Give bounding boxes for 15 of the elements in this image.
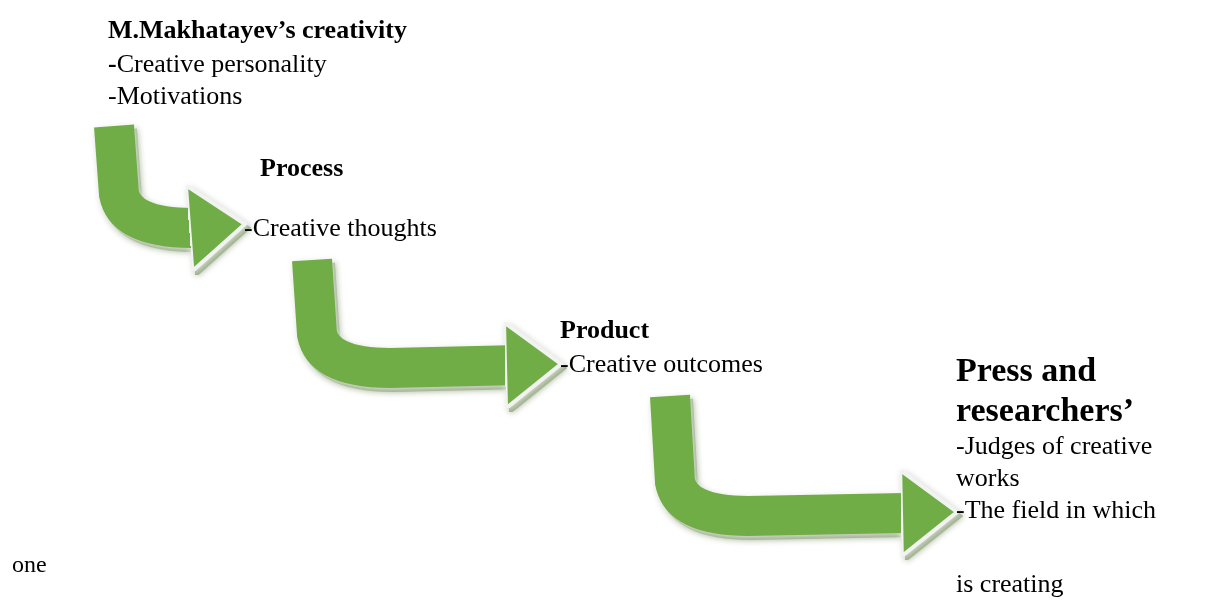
bullet-text: is creating xyxy=(956,568,1065,600)
heading-text: Process xyxy=(259,152,345,184)
curved-arrow xyxy=(292,258,563,411)
bullet-text: -Creative outcomes xyxy=(560,348,764,380)
bullet-text: -The field in which xyxy=(956,494,1157,526)
bullet-text: -Creative personality xyxy=(108,48,328,80)
heading-text: M.Makhatayev’s creativity xyxy=(108,14,408,46)
heading-text: Press and researchers’ xyxy=(956,350,1136,430)
stray-text: one xyxy=(12,550,47,579)
curved-arrow xyxy=(94,124,247,274)
bullet-text: -Judges of creative works xyxy=(956,430,1154,494)
curved-arrow xyxy=(650,394,959,559)
bullet-text: -Motivations xyxy=(108,80,244,112)
bullet-text: -Creative thoughts xyxy=(244,212,438,244)
heading-text: Product xyxy=(560,314,651,346)
